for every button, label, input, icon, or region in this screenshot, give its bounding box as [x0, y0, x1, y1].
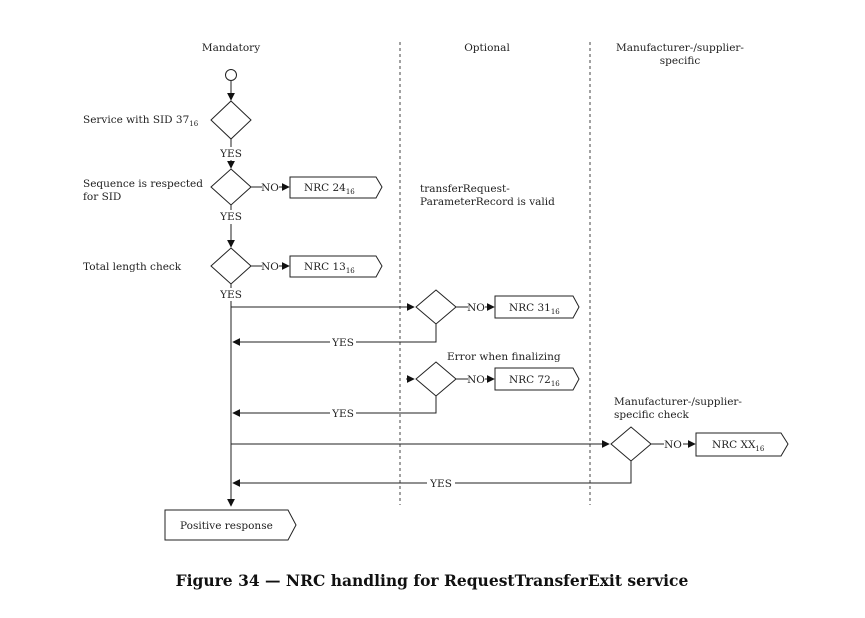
column-header-manufacturer-line1: Manufacturer-/supplier-	[616, 42, 744, 54]
flow-line-finalize-yes-down	[356, 396, 437, 414]
yes-label-length: YES	[219, 289, 242, 301]
figure-caption: Figure 34 — NRC handling for RequestTran…	[176, 571, 689, 590]
yes-label-sequence: YES	[219, 211, 242, 223]
decision-finalize	[415, 361, 457, 397]
check-label-sequence-line1: Sequence is respected	[83, 178, 203, 190]
positive-response-box	[164, 509, 297, 541]
no-label-length: NO	[261, 261, 279, 273]
check-label-total-length: Total length check	[83, 261, 182, 273]
no-label-manufacturer: NO	[664, 439, 682, 451]
column-header-manufacturer-line2: specific	[660, 55, 701, 67]
check-label-manufacturer-line1: Manufacturer-/supplier-	[614, 396, 742, 408]
flow-line-manufacturer-yes-down	[455, 461, 632, 484]
decision-param-record	[415, 289, 457, 325]
check-label-service-sid: Service with SID 3716	[83, 114, 199, 128]
decision-total-length	[210, 247, 252, 285]
positive-response-label: Positive response	[180, 520, 273, 532]
nrc-label-xx: NRC XX16	[712, 439, 765, 453]
check-label-sequence-line2: for SID	[83, 191, 121, 203]
flow-line-param-yes-down	[356, 324, 437, 343]
yes-label-param: YES	[331, 337, 354, 349]
decision-manufacturer	[610, 426, 652, 462]
column-header-optional: Optional	[464, 42, 510, 54]
nrc-box-xx	[695, 432, 789, 457]
nrc-label-13: NRC 1316	[304, 261, 355, 275]
nrc-box-72	[494, 367, 580, 391]
nrc-box-24	[289, 176, 383, 199]
decision-service-sid	[210, 100, 252, 140]
nrc-label-24: NRC 2416	[304, 182, 355, 196]
decision-sequence	[210, 168, 252, 206]
check-label-finalize: Error when finalizing	[447, 351, 561, 363]
yes-label-finalize: YES	[331, 408, 354, 420]
no-label-sequence: NO	[261, 182, 279, 194]
no-label-param: NO	[467, 302, 485, 314]
column-header-mandatory: Mandatory	[202, 42, 260, 54]
check-label-param-line2: ParameterRecord is valid	[420, 196, 555, 208]
check-label-param-line1: transferRequest-	[420, 183, 510, 195]
yes-label-manufacturer: YES	[429, 478, 452, 490]
nrc-box-13	[289, 255, 383, 278]
nrc-box-31	[494, 295, 580, 319]
check-label-manufacturer-line2: specific check	[614, 409, 690, 421]
start-node	[225, 69, 237, 81]
no-label-finalize: NO	[467, 374, 485, 386]
nrc-label-31: NRC 3116	[509, 302, 560, 316]
nrc-label-72: NRC 7216	[509, 374, 560, 388]
yes-label-sid: YES	[219, 148, 242, 160]
